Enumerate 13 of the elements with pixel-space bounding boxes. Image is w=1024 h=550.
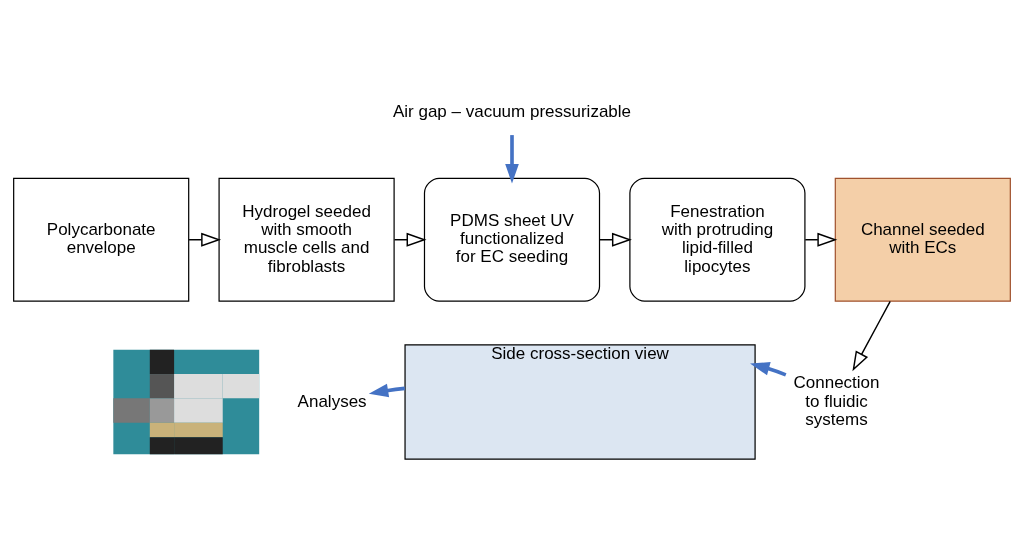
node-text: Connection to fluidic systems bbox=[793, 373, 880, 429]
arrow bbox=[505, 135, 519, 184]
node-box: Hydrogel seeded with smooth muscle cells and fibroblasts bbox=[218, 177, 395, 302]
node-text: Analyses bbox=[297, 391, 367, 411]
node-box: PDMS sheet UV functionalized for EC seeding bbox=[423, 177, 601, 302]
arrow bbox=[750, 362, 787, 377]
node-box: Channel seeded with ECs bbox=[834, 177, 1011, 302]
node-box: Side cross-section view bbox=[404, 344, 756, 460]
node-box: Fenestration with protruding lipid-filled lipocytes bbox=[629, 177, 806, 302]
node-box: Polycarbonate envelope bbox=[13, 177, 190, 302]
arrow bbox=[852, 300, 891, 372]
arrow bbox=[368, 383, 405, 398]
node-text: Air gap – vacuum pressurizable bbox=[392, 102, 632, 122]
